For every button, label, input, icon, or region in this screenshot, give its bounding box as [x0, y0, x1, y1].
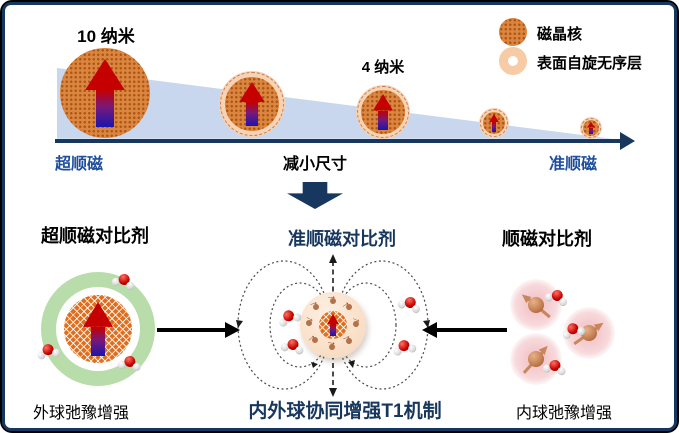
spin-arrow-icon — [328, 343, 336, 351]
magnetic-core — [483, 112, 505, 134]
spin-arrow-icon — [310, 335, 320, 345]
magnetization-arrow-icon — [83, 302, 113, 356]
axis-label-superparamagnetic: 超顺磁 — [55, 156, 104, 173]
arrow-left-to-middle — [157, 328, 225, 332]
magnetization-arrow-icon — [489, 114, 499, 132]
spin-disorder-ring-icon — [220, 72, 284, 136]
spin-arrow-icon — [345, 337, 353, 345]
magnetization-arrow-icon — [587, 122, 595, 134]
spin-arrow-icon — [352, 320, 360, 328]
legend-shell-icon — [499, 47, 527, 75]
size-axis-arrowhead-icon — [620, 132, 635, 150]
axis-label-reduce-size: 减小尺寸 — [282, 156, 347, 173]
magnetization-arrow-icon — [327, 314, 339, 336]
quasiparamagnetic-particle — [300, 290, 366, 358]
magnetization-arrow-icon — [239, 82, 265, 126]
size-axis-line — [55, 139, 622, 143]
caption-inner-sphere: 内球弛豫增强 — [516, 405, 613, 422]
metal-ion-icon — [510, 279, 562, 331]
label-10nm: 10 纳米 — [77, 27, 135, 46]
arrow-right-to-middle — [437, 328, 507, 332]
spin-arrow-icon — [326, 290, 337, 304]
arrow-right-to-middle-head-icon — [422, 322, 437, 338]
axis-label-quasiparamagnetic: 准顺磁 — [549, 156, 598, 173]
nanoparticle-4nm — [356, 85, 410, 139]
water-molecule-icon — [117, 354, 143, 373]
title-paramagnetic-agent: 顺磁对比剂 — [502, 229, 592, 249]
legend-core-icon — [499, 18, 527, 46]
nanoparticle-5 — [580, 117, 602, 139]
spin-arrow-icon — [344, 302, 354, 312]
magnetization-arrow-icon — [373, 94, 393, 130]
label-4nm: 4 纳米 — [361, 59, 405, 76]
caption-outer-sphere: 外球弛豫增强 — [33, 405, 130, 422]
magnetic-core — [225, 77, 279, 131]
spin-disorder-ring-icon — [480, 109, 508, 137]
magnetization-arrow-icon — [85, 59, 125, 127]
arrow-left-to-middle-head-icon — [225, 322, 240, 338]
legend-shell-label: 表面自旋无序层 — [537, 55, 643, 72]
nanoparticle-2 — [219, 71, 285, 137]
caption-t1-mechanism: 内外球协同增强T1机制 — [248, 401, 442, 422]
title-quasiparamagnetic-agent: 准顺磁对比剂 — [288, 229, 396, 249]
magnetic-core — [361, 90, 405, 134]
magnetic-core — [583, 120, 599, 136]
spin-disorder-ring-icon — [357, 86, 409, 138]
spin-arrow-icon — [304, 318, 314, 328]
spin-arrow-icon — [312, 303, 320, 311]
metal-ion-icon — [510, 333, 562, 385]
magnetic-core — [64, 295, 132, 363]
nanoparticle-10nm — [60, 48, 150, 138]
spin-disorder-ring-icon — [581, 118, 601, 138]
nanoparticle-4 — [479, 108, 509, 138]
legend-core-label: 磁晶核 — [537, 26, 583, 43]
title-superparamagnetic-agent: 超顺磁对比剂 — [41, 226, 149, 246]
